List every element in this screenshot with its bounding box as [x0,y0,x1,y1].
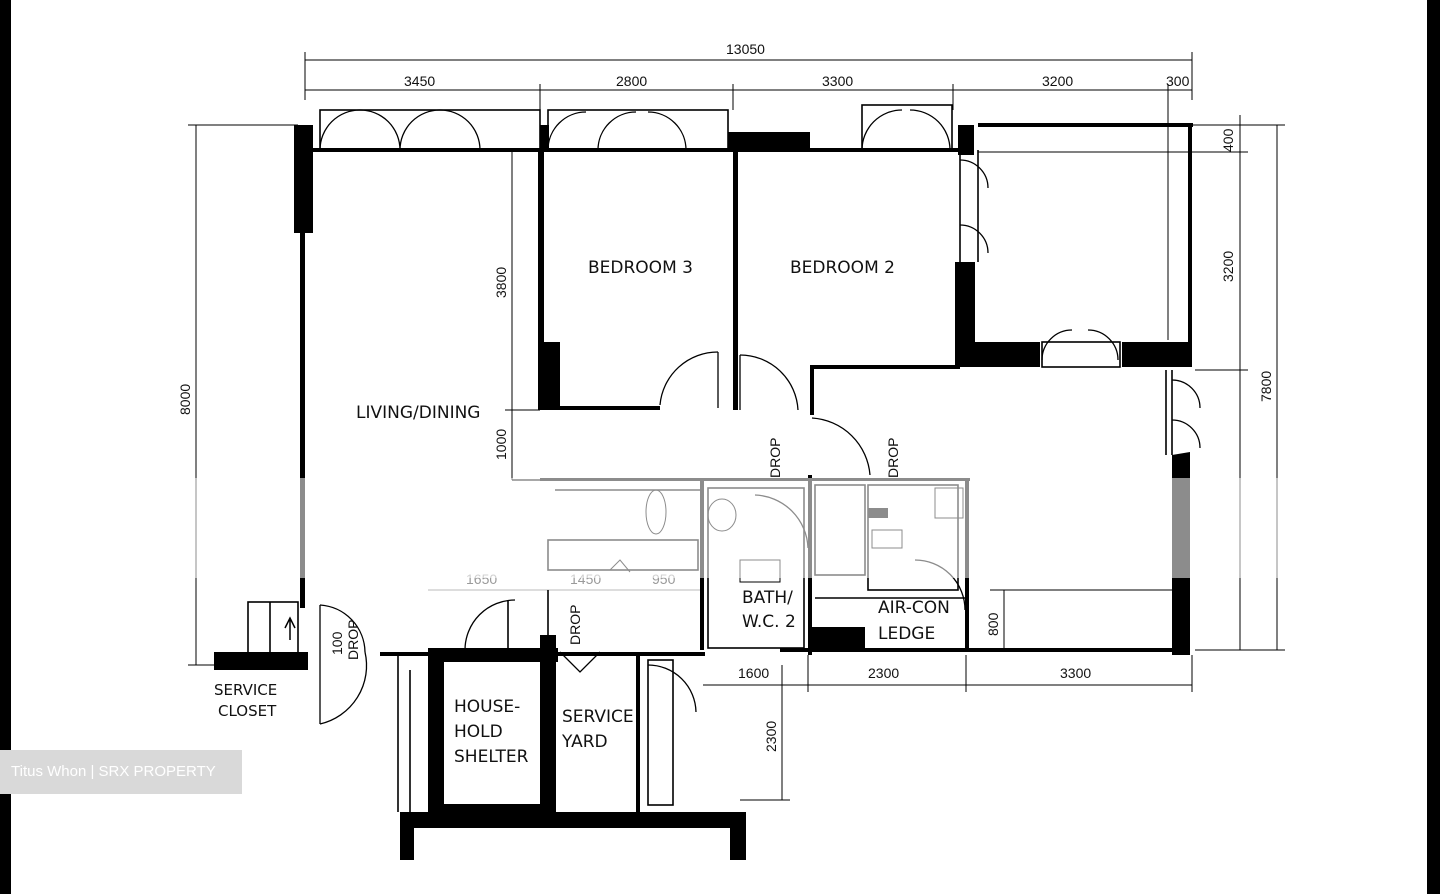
arrow-up-icon [284,616,296,640]
dim-bottom-segment: 1600 [738,665,769,681]
dim-inner-1000: 1000 [493,429,509,460]
household-shelter-label-3: SHELTER [454,747,529,767]
room-labels: BEDROOM 3 BEDROOM 2 LIVING/DINING BATH/ … [214,258,950,767]
bedroom2-label: BEDROOM 2 [790,258,895,278]
living-dining-label: LIVING/DINING [356,403,480,423]
drop-label: DROP [567,605,583,645]
service-closet-label-1: SERVICE [214,681,277,699]
aircon-ledge-label-2: LEDGE [878,624,935,644]
service-yard-label-2: YARD [561,732,608,752]
dim-right-total: 7800 [1258,371,1274,402]
dim-top-segment: 3200 [1042,73,1073,89]
dim-inner-100: 100 [329,631,345,655]
dim-top-segment: 3450 [404,73,435,89]
dim-inner-800: 800 [985,612,1001,636]
service-yard-label-1: SERVICE [562,707,634,727]
drop-labels: DROP DROP DROP DROP [345,438,901,660]
dim-top-segment: 2800 [616,73,647,89]
dim-left-total: 8000 [177,384,193,415]
dim-bottom-segment: 3300 [1060,665,1091,681]
drop-label: DROP [885,438,901,478]
door-swings [319,109,1201,725]
dim-inner-2300: 2300 [763,721,779,752]
aircon-ledge-label-1: AIR-CON [878,598,950,618]
drop-label: DROP [345,620,361,660]
dim-right-mid: 3200 [1220,251,1236,282]
dimension-texts: 13050 3450 2800 3300 3200 300 8000 7800 … [177,41,1274,752]
service-closet-label-2: CLOSET [218,702,277,720]
watermark-band [70,478,1370,578]
dim-inner-3800: 3800 [493,267,509,298]
bedroom3-label: BEDROOM 3 [588,258,693,278]
bath-wc2-label-2: W.C. 2 [742,612,796,632]
dim-right-upper: 400 [1220,128,1236,152]
household-shelter-label-2: HOLD [454,722,503,742]
dim-bottom-segment: 2300 [868,665,899,681]
bath-wc2-label-1: BATH/ [742,588,793,608]
drop-label: DROP [767,438,783,478]
household-shelter-label-1: HOUSE- [454,697,520,717]
dim-top-total: 13050 [726,41,765,57]
walls [214,123,1193,860]
interior-lines [247,104,1173,812]
dim-top-segment: 300 [1166,73,1190,89]
watermark-label: Titus Whon | SRX PROPERTY [0,750,242,794]
dim-top-segment: 3300 [822,73,853,89]
